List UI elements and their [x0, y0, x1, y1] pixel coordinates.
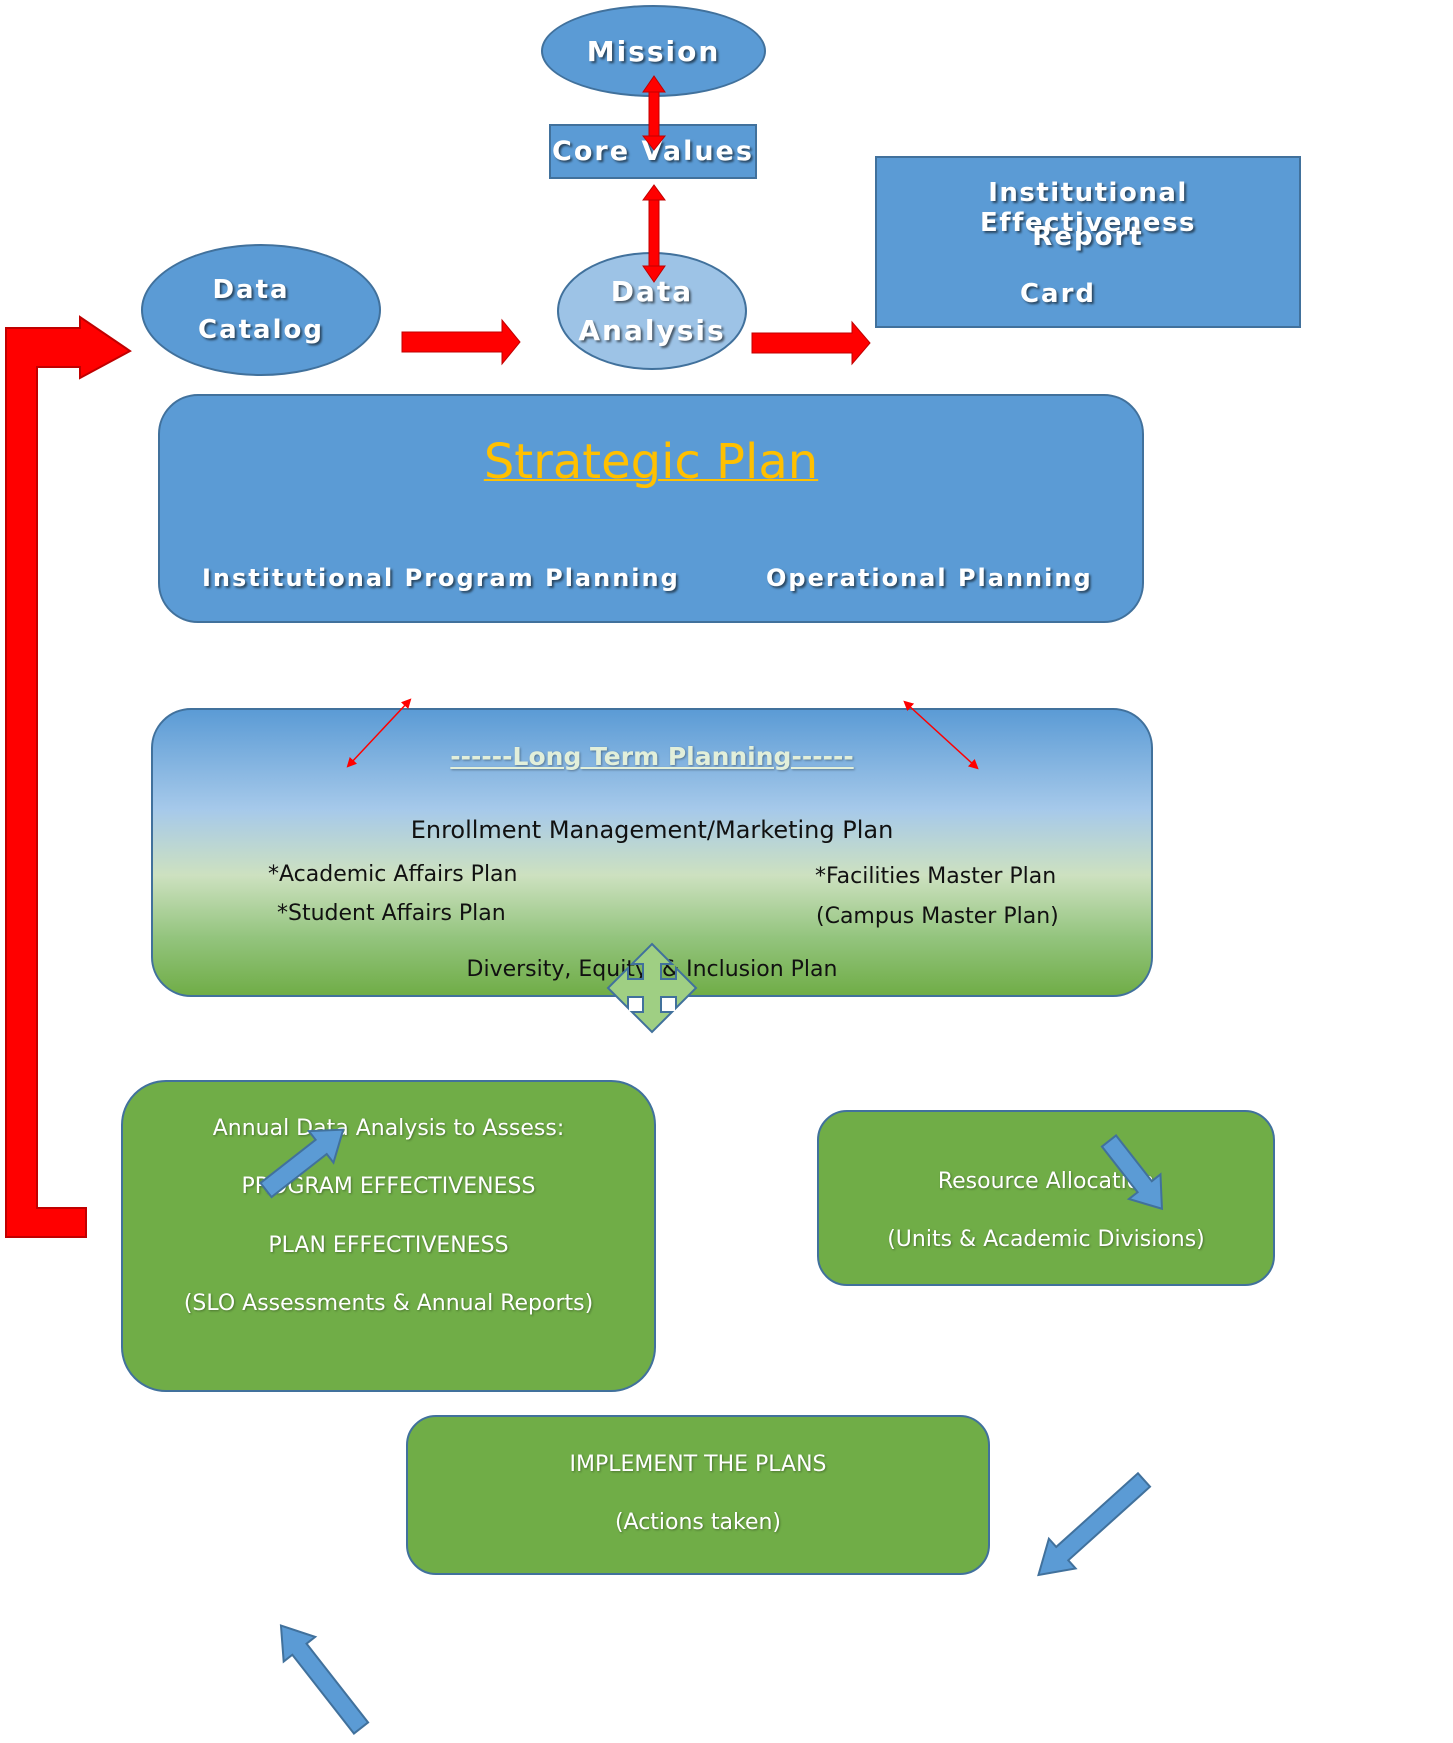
long-term-to-resource-arrow — [1100, 1134, 1164, 1211]
implement-plans-node: IMPLEMENT THE PLANS (Actions taken) — [406, 1415, 990, 1575]
long-term-planning-title: ------Long Term Planning------ — [450, 742, 854, 771]
annual-line4: (SLO Assessments & Annual Reports) — [183, 1291, 594, 1316]
institutional-program-planning-label: Institutional Program Planning — [202, 564, 680, 592]
core-values-data-analysis-arrow — [642, 184, 666, 283]
annual-line1: Annual Data Analysis to Assess: — [212, 1116, 565, 1141]
mission-core-values-arrow — [641, 75, 667, 151]
data-catalog-node: Data Catalog — [141, 244, 381, 376]
strategic-long-term-left-arrow — [346, 698, 412, 768]
ie-label-line2: Report — [1032, 222, 1144, 252]
resource-line1: Resource Allocation — [937, 1169, 1155, 1194]
resource-line2: (Units & Academic Divisions) — [887, 1227, 1205, 1252]
enrollment-plan-label: Enrollment Management/Marketing Plan — [410, 816, 894, 844]
strategic-plan-node: Strategic Plan Institutional Program Pla… — [158, 394, 1144, 623]
data-analysis-label-line1: Data — [610, 275, 694, 308]
resource-allocation-node: Resource Allocation (Units & Academic Di… — [817, 1110, 1275, 1286]
data-catalog-label-line1: Data — [212, 275, 290, 305]
mission-label: Mission — [586, 34, 721, 68]
implement-to-annual-arrow — [279, 1624, 370, 1735]
ie-label-line3: Card — [1019, 279, 1097, 309]
annual-to-long-term-arrow — [259, 1128, 345, 1199]
data-analysis-label-line2: Analysis — [578, 314, 726, 347]
student-affairs-plan-label: *Student Affairs Plan — [277, 901, 506, 926]
annual-data-analysis-node: Annual Data Analysis to Assess: PROGRAM … — [121, 1080, 656, 1392]
academic-affairs-plan-label: *Academic Affairs Plan — [268, 862, 518, 887]
annual-line3: PLAN EFFECTIVENESS — [268, 1233, 509, 1258]
ie-report-card-node: Institutional Effectiveness Report Card — [875, 156, 1301, 328]
data-catalog-label-line2: Catalog — [198, 315, 324, 345]
four-way-arrow-icon — [606, 942, 698, 1034]
implement-line1: IMPLEMENT THE PLANS — [569, 1452, 827, 1477]
ie-label-line1: Institutional Effectiveness — [980, 178, 1196, 238]
catalog-to-analysis-arrow — [401, 318, 521, 366]
campus-master-plan-label: (Campus Master Plan) — [816, 904, 1059, 929]
feedback-loop-arrow — [5, 315, 132, 1238]
operational-planning-label: Operational Planning — [766, 564, 1093, 592]
implement-line2: (Actions taken) — [614, 1510, 782, 1535]
facilities-master-plan-label: *Facilities Master Plan — [815, 864, 1057, 889]
strategic-plan-title: Strategic Plan — [483, 434, 819, 490]
analysis-to-report-arrow — [751, 320, 871, 366]
strategic-long-term-right-arrow — [903, 700, 979, 770]
resource-to-implement-arrow — [1037, 1471, 1152, 1577]
